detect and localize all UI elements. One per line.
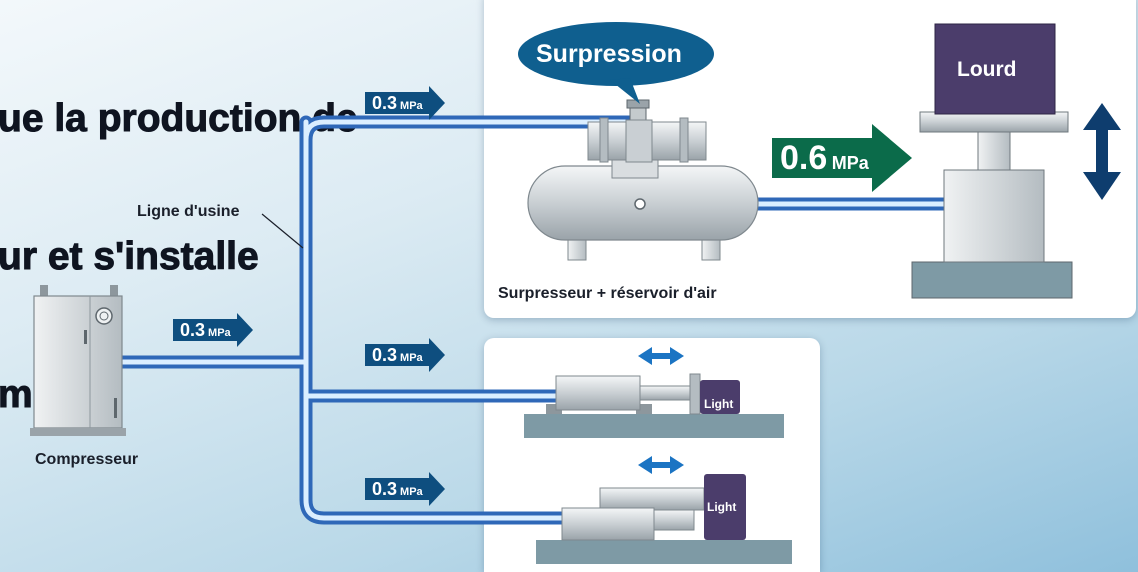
compressor-unit [30,285,126,436]
boosted-pressure-label: 0.6 MPa [780,138,869,178]
vertical-double-arrow-icon [1083,103,1121,200]
surpression-bubble [518,22,714,104]
boosted-pressure-unit: MPa [831,153,869,173]
heavy-actuator [911,23,1073,299]
heavy-label: Lourd [957,58,1017,81]
bottom-actuator [536,474,792,564]
headline-line-2: ur et s'installe [0,235,259,279]
middle-actuator [524,373,784,438]
booster-valve [587,99,707,163]
booster-tank-label: Surpresseur + réservoir d'air [498,285,717,302]
factory-line-leader [261,213,304,249]
bubble-label: Surpression [536,40,682,68]
factory-line-label: Ligne d'usine [137,203,240,220]
boost-arrow [772,124,912,192]
light-label-2: Light [707,500,737,514]
boosted-pressure-value: 0.6 [780,139,828,177]
pressure-unit: MPa [208,327,231,339]
headline: ue la production de ur et s'installe men… [0,4,358,464]
pressure-value: 0.3 [372,479,398,499]
pressure-value: 0.3 [372,345,398,365]
horizontal-double-arrow-icon [638,347,684,365]
pressure-value: 0.3 [180,320,206,340]
pressure-unit: MPa [400,352,423,364]
pressure-unit: MPa [400,100,423,112]
horizontal-double-arrow-icon-2 [638,456,684,474]
pressure-value: 0.3 [372,93,398,113]
air-tank [527,159,759,261]
compressor-label: Compresseur [35,451,139,468]
headline-line-1: ue la production de [0,97,358,141]
pressure-unit: MPa [400,486,423,498]
light-label-1: Light [704,397,734,411]
